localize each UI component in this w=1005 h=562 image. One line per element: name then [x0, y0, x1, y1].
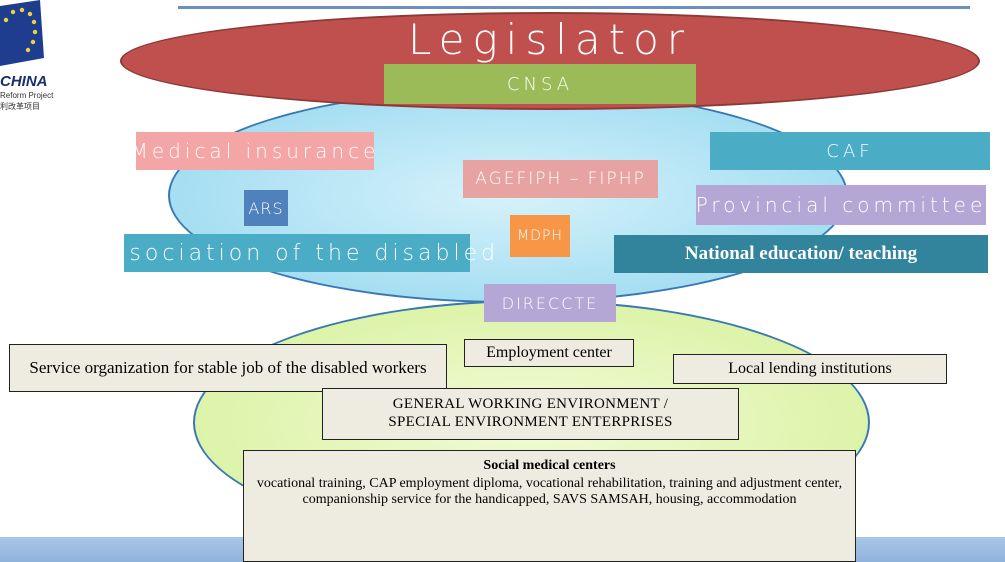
- social-medical-centers-title: Social medical centers: [483, 458, 616, 473]
- general-environment-line2: SPECIAL ENVIRONMENT ENTERPRISES: [388, 414, 673, 430]
- medical-insurance-box: Medical insurance: [131, 132, 375, 170]
- social-medical-centers-box: Social medical centers vocational traini…: [243, 450, 856, 562]
- ars-box: ARS: [244, 190, 288, 226]
- eu-flag-logo: [0, 0, 44, 66]
- general-environment-line1: GENERAL WORKING ENVIRONMENT /: [392, 396, 669, 413]
- general-environment-box: GENERAL WORKING ENVIRONMENT / SPECIAL EN…: [322, 388, 739, 440]
- employment-center-box: Employment center: [464, 339, 634, 367]
- direccte-box: DIRECCTE: [484, 284, 616, 322]
- social-medical-centers-description: vocational training, CAP employment dipl…: [256, 475, 843, 508]
- local-lending-box: Local lending institutions: [673, 354, 947, 384]
- national-education-box: National education/ teaching: [614, 235, 988, 273]
- agefiph-box: AGEFIPH – FIPHP: [463, 160, 658, 198]
- legislator-title: Legislator: [407, 14, 693, 64]
- logo-subtitle: Reform Project: [0, 91, 54, 100]
- logo-subtitle-chinese: 利改革项目: [0, 102, 40, 111]
- logo-name: CHINA: [0, 73, 48, 90]
- association-disabled-box: Association of the disabled: [95, 234, 495, 272]
- cnsa-box: CNSA: [384, 64, 696, 104]
- mdph-box: MDPH: [510, 215, 570, 257]
- service-organization-box: Service organization for stable job of t…: [9, 344, 447, 392]
- top-rule: [178, 6, 970, 9]
- caf-box: CAF: [710, 132, 990, 170]
- provincial-committee-box: Provincial committee: [696, 185, 986, 225]
